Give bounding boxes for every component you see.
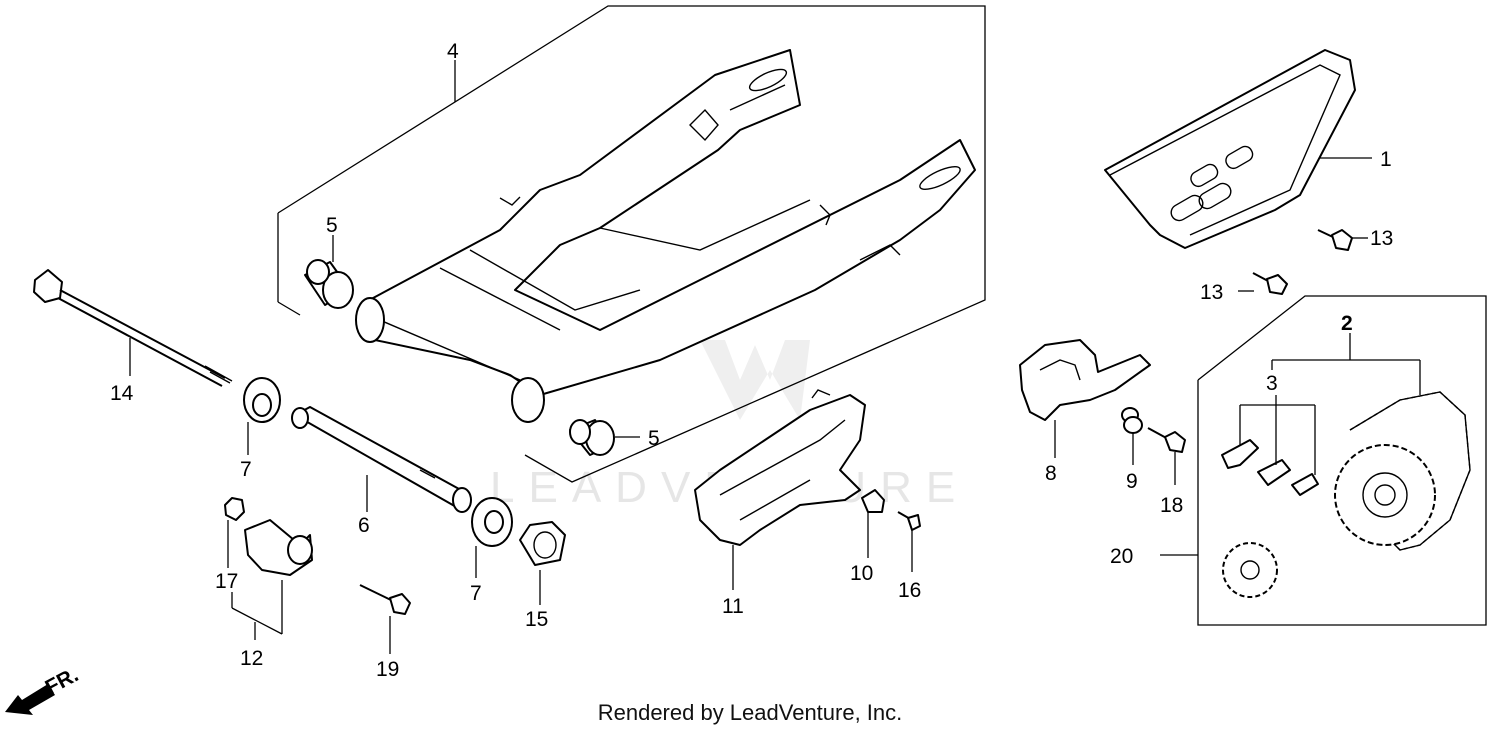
- callout-17: 17: [215, 570, 238, 593]
- chain-guide: [1019, 339, 1151, 421]
- chain-case: [1104, 49, 1356, 249]
- callout-3: 3: [1266, 372, 1278, 395]
- footer-credit: Rendered by LeadVenture, Inc.: [597, 700, 903, 725]
- rear-sprocket: [1334, 444, 1436, 546]
- callout-7-left: 7: [240, 458, 252, 481]
- screw-16: [897, 511, 921, 531]
- bushing-upper: [304, 259, 354, 309]
- callout-12: 12: [240, 647, 263, 670]
- pivot-collar: [291, 406, 472, 513]
- leader-lines: [129, 60, 1421, 654]
- front-sprocket: [1222, 542, 1278, 598]
- dust-seal-left: [243, 377, 281, 423]
- bolt-18: [1147, 427, 1186, 453]
- callout-18: 18: [1160, 494, 1183, 517]
- drive-chain-group-frame: [1197, 295, 1487, 626]
- callout-11: 11: [722, 595, 744, 618]
- callout-5-upper: 5: [326, 214, 338, 237]
- callout-13-lower: 13: [1200, 281, 1223, 304]
- callout-10: 10: [850, 562, 873, 585]
- callout-1: 1: [1380, 148, 1392, 171]
- swingarm-group-frame: [277, 5, 986, 483]
- callout-5-lower: 5: [648, 427, 660, 450]
- pivot-bolt: [33, 269, 233, 387]
- callout-7-right: 7: [470, 582, 482, 605]
- callout-13-upper: 13: [1370, 227, 1393, 250]
- callout-14: 14: [110, 382, 134, 405]
- bolt-19: [359, 584, 411, 615]
- small-nut: [224, 497, 245, 521]
- bolt-13-upper: [1317, 229, 1353, 251]
- callout-15: 15: [525, 608, 548, 631]
- callout-19: 19: [376, 658, 399, 681]
- chain-slider: [694, 389, 866, 546]
- swingarm: [355, 49, 976, 423]
- pivot-nut: [519, 521, 566, 566]
- drive-chain: [1349, 391, 1471, 551]
- callout-9: 9: [1126, 470, 1138, 493]
- bracket: [244, 519, 313, 576]
- callout-4: 4: [447, 40, 459, 63]
- bushing-lower: [569, 419, 615, 456]
- callout-6: 6: [358, 514, 370, 537]
- callout-16: 16: [898, 579, 921, 602]
- callout-20: 20: [1110, 545, 1133, 568]
- bolt-13-lower: [1252, 272, 1288, 295]
- callout-2: 2: [1341, 312, 1353, 335]
- dust-seal-right: [471, 497, 513, 547]
- master-link: [1221, 439, 1319, 496]
- collar-10: [861, 489, 885, 513]
- callout-8: 8: [1045, 462, 1057, 485]
- collar-9: [1121, 407, 1143, 434]
